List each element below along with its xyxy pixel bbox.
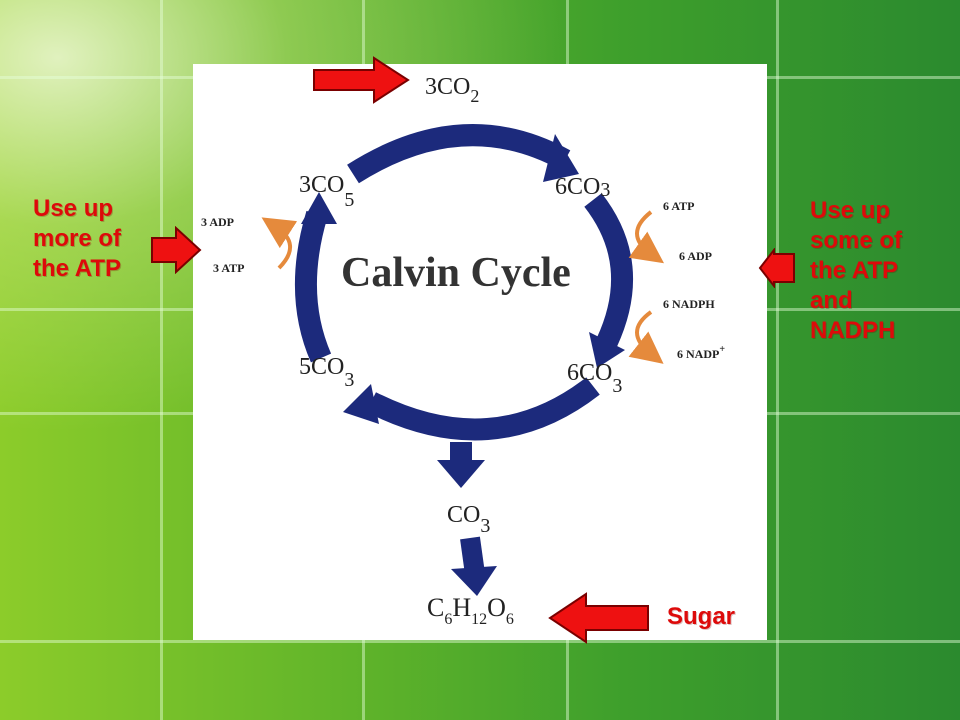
note-use-some-atp-nadph: Use up some of the ATP and NADPH xyxy=(810,197,903,344)
molecule-text: 3CO xyxy=(425,74,470,100)
molecule-bottom-right: 6CO3 xyxy=(567,360,622,397)
cycle-arrow-heads xyxy=(301,134,625,424)
pointer-arrow-right-atp xyxy=(758,248,795,288)
arrowhead-right xyxy=(589,332,625,368)
formula-subscript: 6 xyxy=(506,611,514,628)
molecule-subscript: 3 xyxy=(612,375,622,397)
background-grid-line xyxy=(0,640,960,643)
diagram-title: Calvin Cycle xyxy=(341,250,571,296)
molecule-subscript: 3 xyxy=(480,515,490,537)
molecule-subscript: 3 xyxy=(344,369,354,391)
right-nadph-label: 6 NADPH xyxy=(663,297,715,311)
arrowhead-top xyxy=(543,134,579,182)
note-use-more-atp: Use up more of the ATP xyxy=(33,195,122,282)
formula-element: H xyxy=(452,593,471,622)
molecule-subscript: 3 xyxy=(600,179,610,201)
right-energy-in-label: 6 ATP xyxy=(663,199,694,213)
left-energy-in-label: 3 ATP xyxy=(213,261,244,275)
formula-subscript: 12 xyxy=(471,611,487,628)
left-energy-out-label: 3 ADP xyxy=(201,215,234,229)
diagram-canvas: Calvin Cycle 3CO2 3CO5 6CO3 6CO3 5CO3 CO… xyxy=(201,74,725,628)
molecule-text: 5CO xyxy=(299,354,344,380)
cycle-arrow-right xyxy=(584,193,633,347)
molecule-top-co2: 3CO2 xyxy=(425,74,479,106)
nadp-text: 6 NADP xyxy=(677,347,719,361)
formula-element: C xyxy=(427,593,444,622)
background-grid-line xyxy=(160,0,163,720)
molecule-top-right: 6CO3 xyxy=(555,174,610,201)
molecule-text: 3CO xyxy=(299,172,344,198)
molecule-bottom-left: 5CO3 xyxy=(299,354,354,391)
cycle-arrow-bottom xyxy=(366,377,600,441)
cycle-arrow-left xyxy=(294,210,332,363)
note-sugar: Sugar xyxy=(667,602,757,632)
cycle-arrows xyxy=(294,124,633,441)
molecule-text: 6CO xyxy=(567,360,612,386)
cycle-arrow-top xyxy=(347,124,571,184)
molecule-output: CO3 xyxy=(447,502,490,537)
molecule-text: 6CO xyxy=(555,174,600,200)
left-energy-arrow xyxy=(261,217,298,270)
formula-subscript: 6 xyxy=(444,611,452,628)
molecule-top-left: 3CO5 xyxy=(299,172,354,211)
molecule-text: CO xyxy=(447,502,480,528)
right-energy-out-label: 6 ADP xyxy=(679,249,712,263)
sugar-arrowhead xyxy=(451,566,497,596)
molecule-subscript: 5 xyxy=(344,189,354,211)
pointer-arrow-co2 xyxy=(313,56,410,104)
arrowhead-bottom xyxy=(343,384,379,424)
pointer-arrow-left-atp xyxy=(151,226,202,274)
arrowhead-left xyxy=(301,192,337,224)
pointer-arrow-sugar xyxy=(548,592,649,644)
right-nadp-label: 6 NADP+ xyxy=(677,344,725,361)
right-energy-arrow-2 xyxy=(628,310,664,364)
sugar-formula: C6H12O6 xyxy=(427,593,514,628)
background-grid-line xyxy=(776,0,779,720)
nadp-superscript: + xyxy=(719,344,725,355)
molecule-subscript: 2 xyxy=(470,86,479,106)
right-energy-arrow-1 xyxy=(628,210,665,264)
calvin-cycle-diagram: Calvin Cycle 3CO2 3CO5 6CO3 6CO3 5CO3 CO… xyxy=(193,64,767,640)
branch-arrowhead xyxy=(437,460,485,488)
formula-element: O xyxy=(487,593,506,622)
